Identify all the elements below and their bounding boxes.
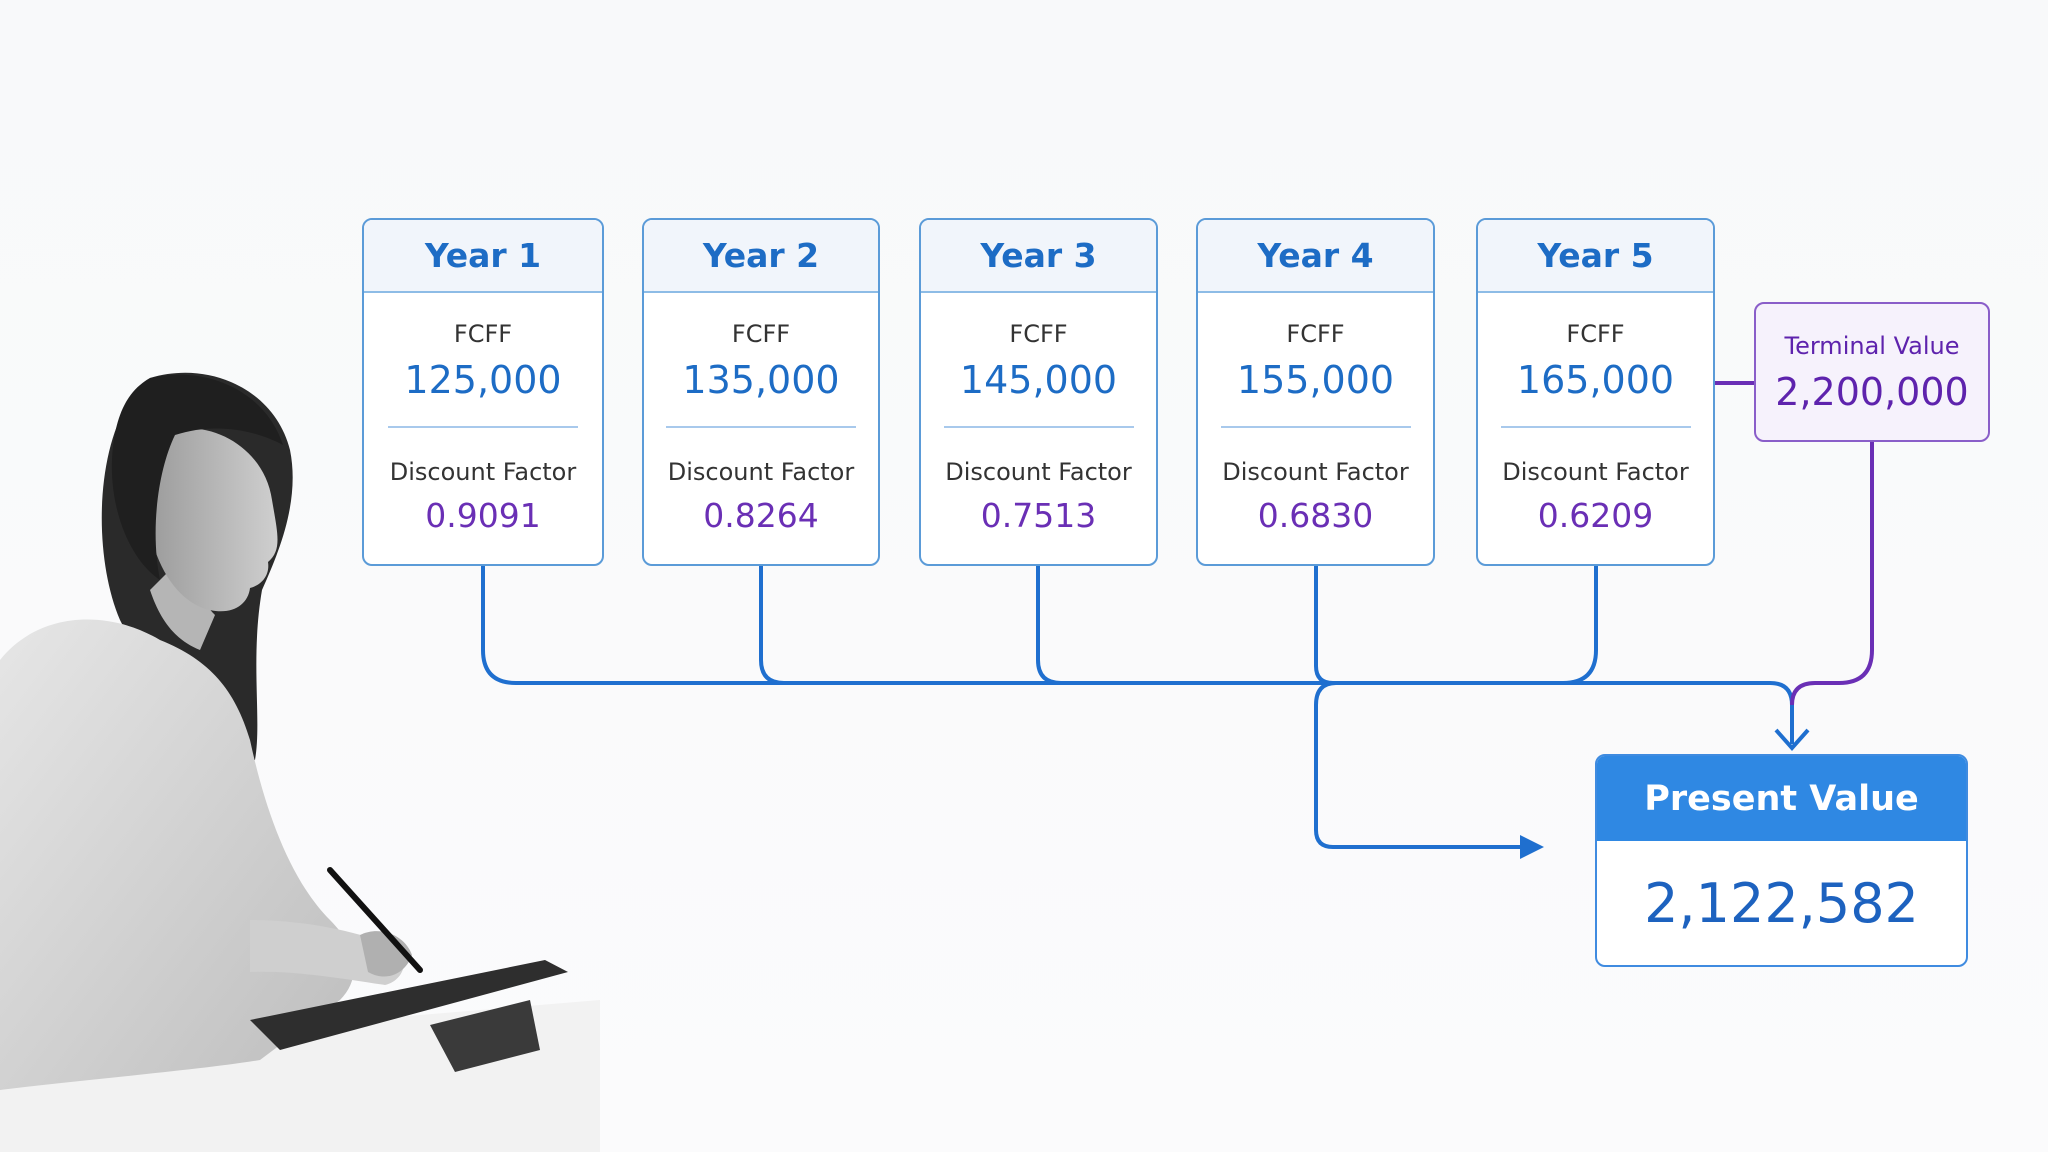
- shirt: [0, 619, 354, 1090]
- connector-year-4: [1314, 566, 1334, 685]
- present-value-label: Present Value: [1597, 756, 1966, 841]
- connector-year-1: [481, 566, 1318, 685]
- year-title: Year 4: [1198, 220, 1433, 293]
- fcff-value: 125,000: [404, 358, 562, 402]
- tablet: [250, 960, 568, 1050]
- stylus: [327, 867, 423, 973]
- year-title: Year 5: [1478, 220, 1713, 293]
- analyst-illustration: [0, 372, 600, 1152]
- year-card-5: Year 5 FCFF 165,000 Discount Factor 0.62…: [1476, 218, 1715, 566]
- year-title: Year 3: [921, 220, 1156, 293]
- discount-factor-label: Discount Factor: [1222, 458, 1409, 486]
- divider: [666, 426, 856, 428]
- arm: [250, 920, 405, 985]
- hair-front: [111, 374, 283, 580]
- fcff-value: 145,000: [959, 358, 1118, 402]
- discount-factor-value: 0.6830: [1257, 496, 1374, 535]
- year-title: Year 2: [644, 220, 878, 293]
- present-value-card: Present Value 2,122,582: [1595, 754, 1968, 967]
- terminal-value-label: Terminal Value: [1784, 332, 1960, 360]
- divider: [1220, 426, 1411, 428]
- present-value-amount: 2,122,582: [1644, 871, 1919, 935]
- divider: [943, 426, 1134, 428]
- fcff-label: FCFF: [1286, 320, 1345, 348]
- discount-factor-label: Discount Factor: [1502, 458, 1689, 486]
- arrowhead-side: [1520, 835, 1544, 859]
- divider: [1500, 426, 1691, 428]
- connector-year-2: [759, 566, 785, 685]
- discount-factor-label: Discount Factor: [389, 458, 577, 486]
- face: [145, 428, 278, 612]
- year-card-2: Year 2 FCFF 135,000 Discount Factor 0.82…: [642, 218, 880, 566]
- arrowhead-top: [1774, 728, 1810, 752]
- connector-year-3: [1036, 566, 1062, 685]
- discount-factor-label: Discount Factor: [667, 458, 855, 486]
- year-title: Year 1: [364, 220, 602, 293]
- discount-factor-label: Discount Factor: [945, 458, 1132, 486]
- year-card-4: Year 4 FCFF 155,000 Discount Factor 0.68…: [1196, 218, 1435, 566]
- fcff-value: 165,000: [1516, 358, 1675, 402]
- discount-factor-value: 0.9091: [425, 496, 541, 535]
- year-card-3: Year 3 FCFF 145,000 Discount Factor 0.75…: [919, 218, 1158, 566]
- discount-factor-value: 0.6209: [1537, 496, 1654, 535]
- fcff-label: FCFF: [453, 320, 513, 348]
- fcff-value: 155,000: [1236, 358, 1395, 402]
- divider: [388, 426, 578, 428]
- fcff-label: FCFF: [1566, 320, 1625, 348]
- connector-terminal-down: [1790, 442, 1874, 706]
- fcff-value: 135,000: [682, 358, 840, 402]
- discount-factor-value: 0.7513: [980, 496, 1097, 535]
- tablet-stand: [430, 1000, 540, 1072]
- neck: [150, 555, 215, 650]
- terminal-value-amount: 2,200,000: [1775, 370, 1969, 414]
- fcff-label: FCFF: [1009, 320, 1068, 348]
- connector-year-5: [1318, 566, 1598, 685]
- year-card-1: Year 1 FCFF 125,000 Discount Factor 0.90…: [362, 218, 604, 566]
- connector-bus-to-pv: [1318, 681, 1794, 744]
- discount-factor-value: 0.8264: [703, 496, 819, 535]
- connector-branch: [1314, 681, 1520, 849]
- fcff-label: FCFF: [731, 320, 791, 348]
- terminal-value-card: Terminal Value 2,200,000: [1754, 302, 1990, 442]
